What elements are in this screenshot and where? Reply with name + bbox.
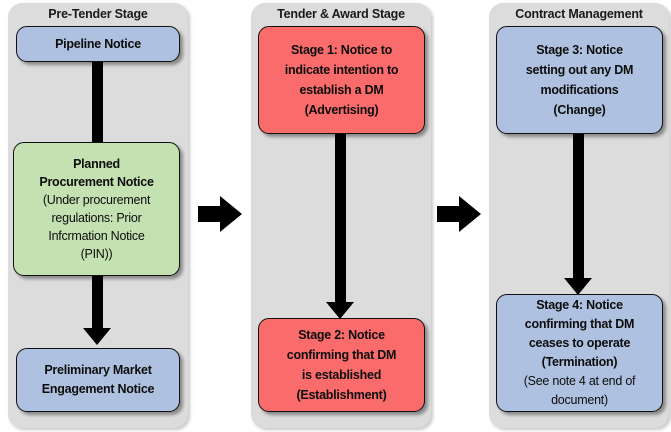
node-line: indicate intention to bbox=[284, 63, 399, 77]
node-stage-3[interactable]: Stage 3: Notice setting out any DM modif… bbox=[496, 26, 663, 134]
arrow-shaft bbox=[198, 206, 222, 222]
node-stage-2[interactable]: Stage 2: Notice confirming that DM is es… bbox=[258, 318, 425, 412]
node-line: establish a DM bbox=[299, 83, 384, 97]
node-line: Preliminary Market bbox=[44, 363, 152, 377]
panel-title-tender-award: Tender & Award Stage bbox=[277, 7, 405, 21]
node-planned-procurement-notice[interactable]: Planned Procurement Notice (Under procur… bbox=[13, 142, 180, 276]
node-line: document) bbox=[551, 393, 608, 407]
arrow-shaft bbox=[437, 206, 461, 222]
node-line: ceases to operate bbox=[528, 336, 631, 350]
node-line: Engagement Notice bbox=[41, 382, 155, 396]
node-line: (Change) bbox=[553, 103, 606, 117]
connector-tender-award-to-contract-management-arrow-icon bbox=[437, 196, 481, 232]
node-line: modifications bbox=[540, 83, 619, 97]
connector-stage3-to-stage4-shaft bbox=[573, 132, 584, 280]
connector-pre-tender-to-tender-award-arrow-icon bbox=[198, 196, 242, 232]
node-stage-1[interactable]: Stage 1: Notice to indicate intention to… bbox=[258, 26, 425, 134]
node-line: Procurement Notice bbox=[39, 175, 154, 189]
node-line: Stage 3: Notice bbox=[536, 43, 623, 57]
node-line: Infcrmation Notice bbox=[48, 229, 145, 243]
connector-planned-to-preliminary-shaft bbox=[92, 274, 103, 330]
node-line: setting out any DM bbox=[525, 63, 634, 77]
node-line: (PIN)) bbox=[80, 247, 113, 261]
node-line: is established bbox=[301, 368, 382, 382]
node-line: Stage 4: Notice bbox=[536, 298, 623, 312]
node-line: Stage 1: Notice to bbox=[290, 43, 393, 57]
node-pipeline-notice[interactable]: Pipeline Notice bbox=[16, 26, 180, 62]
node-line: Planned bbox=[73, 157, 120, 171]
arrow-head bbox=[220, 196, 242, 232]
connector-pipeline-to-planned-shaft bbox=[92, 60, 103, 142]
arrow-head bbox=[459, 196, 481, 232]
panel-title-pre-tender: Pre-Tender Stage bbox=[48, 7, 148, 21]
connector-stage3-to-stage4-head bbox=[564, 278, 592, 295]
node-stage-4[interactable]: Stage 4: Notice confirming that DM cease… bbox=[496, 294, 663, 412]
connector-planned-to-preliminary-head bbox=[83, 328, 111, 345]
node-line: confirming that DM bbox=[524, 317, 635, 331]
panel-title-contract-management: Contract Management bbox=[515, 7, 643, 21]
connector-stage1-to-stage2-head bbox=[326, 302, 354, 319]
node-line: Stage 2: Notice bbox=[298, 328, 385, 342]
node-preliminary-market-engagement-notice[interactable]: Preliminary Market Engagement Notice bbox=[16, 348, 180, 412]
node-line: (Establishment) bbox=[296, 388, 387, 402]
node-line: (Advertising) bbox=[304, 103, 379, 117]
node-line: regulations: Prior bbox=[51, 211, 142, 225]
node-line: confirming that DM bbox=[286, 348, 397, 362]
node-line: Pipeline Notice bbox=[55, 36, 141, 51]
node-line: (See note 4 at end of bbox=[523, 374, 636, 388]
node-line: (Under procurement bbox=[42, 193, 151, 207]
connector-stage1-to-stage2-shaft bbox=[335, 132, 346, 304]
node-line: (Termination) bbox=[541, 355, 618, 369]
